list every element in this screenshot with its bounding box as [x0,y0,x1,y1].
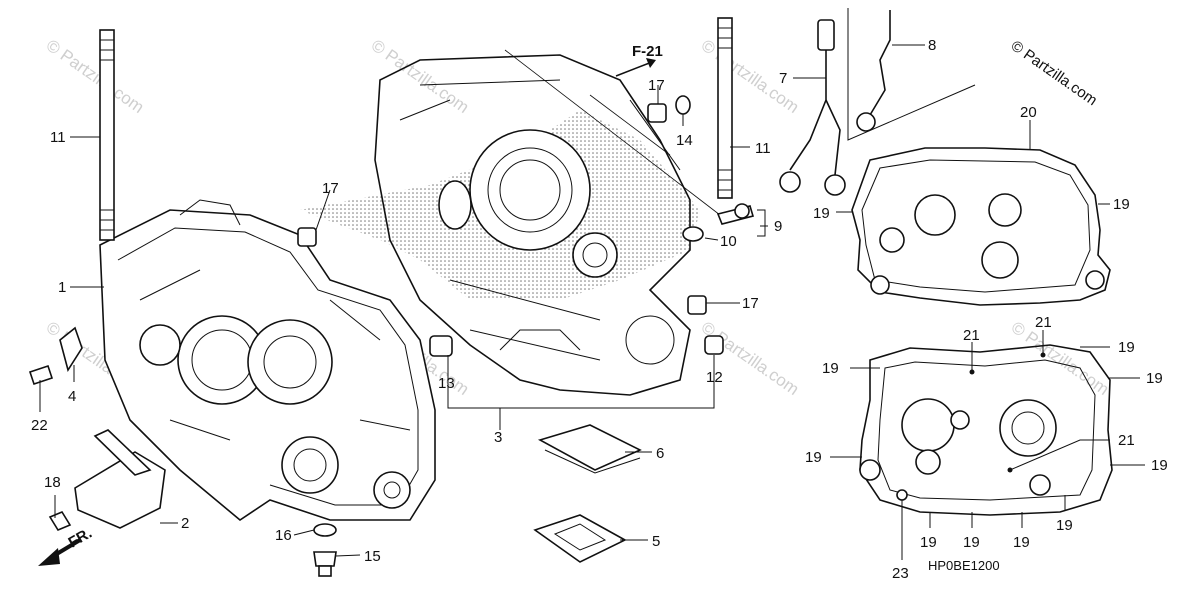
callout-4: 4 [68,388,76,405]
left-crankcase-half [99,199,436,521]
strainer-seal [533,514,627,563]
callout-13: 13 [438,375,455,392]
arrow-left-down-icon [38,538,82,566]
reference-label: F-21 [632,43,663,60]
callout-12: 12 [706,369,723,386]
drain-bolt [313,551,337,567]
watermark: © Partzilla.com [1008,318,1113,399]
stud-bolt-right [717,17,733,199]
sealing-washer [675,95,691,115]
dowel-pin [297,227,317,247]
callout-21: 21 [963,327,980,344]
callout-19: 19 [920,534,937,551]
callout-17: 17 [322,180,339,197]
callout-20: 20 [1020,104,1037,121]
callout-5: 5 [652,533,660,550]
callout-21: 21 [1035,314,1052,331]
callout-19: 19 [1118,339,1135,356]
crankcase-gasket [859,344,1113,516]
callout-9: 9 [774,218,782,235]
bracket [59,326,83,372]
callout-8: 8 [928,37,936,54]
callout-10: 10 [720,233,737,250]
callout-21: 21 [1118,432,1135,449]
watermark: © Partzilla.com [698,318,803,399]
callout-3: 3 [494,429,502,446]
collar [429,335,453,357]
copyright-text: © Partzilla.com [1008,37,1101,109]
drain-bolt-thread [318,565,332,577]
callout-19: 19 [822,360,839,377]
callout-19: 19 [963,534,980,551]
callout-labels: 11 1 4 22 18 2 17 17 14 11 7 8 9 10 17 1… [31,37,1168,582]
shroud-cover [74,451,166,529]
callout-1: 1 [58,279,66,296]
callout-17: 17 [648,77,665,94]
arrow-up-right-icon [646,58,656,68]
dowel-pin [687,295,707,315]
callout-19: 19 [805,449,822,466]
callout-11: 11 [50,129,66,146]
callout-19: 19 [1151,457,1168,474]
drain-bolt-washer [313,523,337,537]
callout-19: 19 [1113,196,1130,213]
stud-bolt-left [99,29,115,241]
dowel-pin [647,103,667,123]
neutral-switch [716,203,755,225]
callout-19: 19 [1056,517,1073,534]
callout-6: 6 [656,445,664,462]
watermark: © Partzilla.com [43,36,148,117]
oil-hose-detail [847,8,976,141]
callout-7: 7 [779,70,787,87]
flange-bolt [28,364,54,386]
callout-14: 14 [676,132,693,149]
arrow-up-right-icon [615,61,653,77]
callout-23: 23 [892,565,909,582]
guide-line [589,94,671,156]
right-crankcase-half [300,54,700,396]
oil-strainer-screen [537,424,642,474]
sensor-wire-harness [779,19,846,196]
callout-2: 2 [181,515,189,532]
callout-22: 22 [31,417,48,434]
callout-11: 11 [755,140,771,157]
flange-bolt [48,510,72,532]
sealing-washer [682,226,704,242]
callout-19: 19 [1013,534,1030,551]
callout-18: 18 [44,474,61,491]
callout-19: 19 [813,205,830,222]
collar [704,335,724,355]
shroud-cover-top [93,429,152,476]
cover-gasket [851,147,1111,306]
diagram-code: HP0BE1200 [928,558,1000,573]
leader-lines [39,44,1145,560]
callout-15: 15 [364,548,381,565]
callout-16: 16 [275,527,292,544]
callout-19: 19 [1146,370,1163,387]
guide-line [504,49,721,216]
callout-17: 17 [742,295,759,312]
